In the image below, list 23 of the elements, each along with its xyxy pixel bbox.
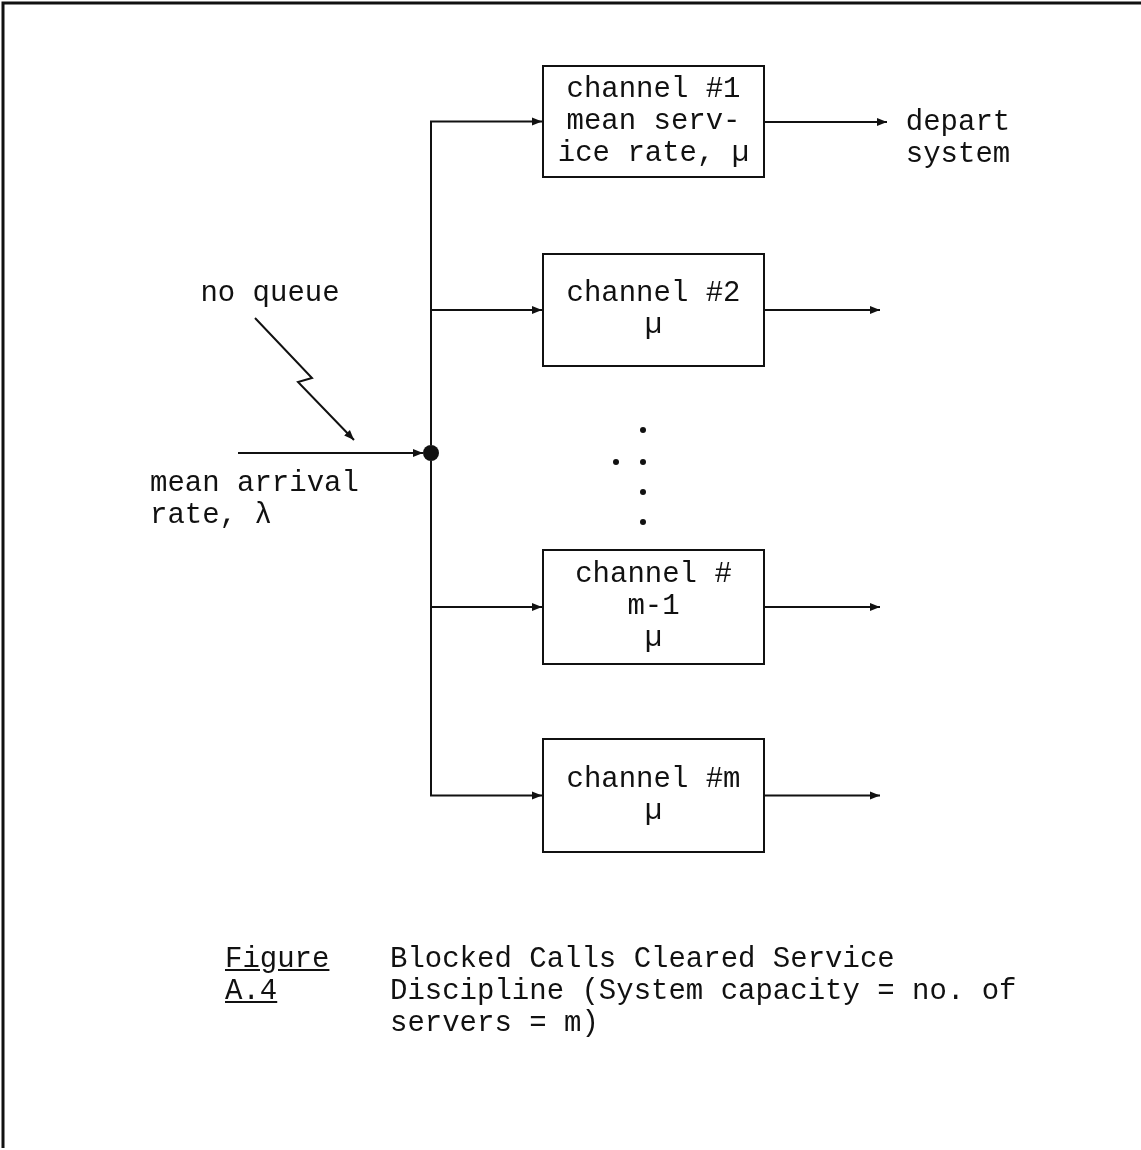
- arrow: [237, 449, 424, 457]
- channel-box: [542, 549, 765, 665]
- output-text: depart system: [893, 106, 1023, 172]
- box-label: channel #m: [566, 763, 741, 796]
- channel-box: [542, 253, 765, 367]
- arrow: [764, 791, 881, 800]
- figure-number: Figure A.4: [225, 944, 331, 1008]
- channel-box: [542, 738, 765, 853]
- arrow: [764, 118, 888, 126]
- figure-caption: Blocked Calls Cleared Service Discipline (System capacity = no. of servers = m): [390, 944, 1018, 1040]
- label-text: mean arrival rate, λ: [150, 468, 360, 532]
- channel-box: [542, 65, 765, 178]
- box-label: µ: [644, 795, 663, 828]
- arrow: [430, 306, 543, 446]
- junction-dot: [423, 445, 439, 461]
- leader-line: [254, 317, 355, 441]
- arrow: [764, 306, 881, 314]
- box-label: µ: [644, 623, 663, 655]
- box-label: channel #1 mean serv- ice rate, µ: [556, 73, 751, 170]
- box-label: channel #2: [566, 278, 741, 310]
- box-label: µ: [644, 310, 663, 342]
- annotation-text: no queue: [180, 276, 360, 312]
- arrow: [764, 603, 881, 611]
